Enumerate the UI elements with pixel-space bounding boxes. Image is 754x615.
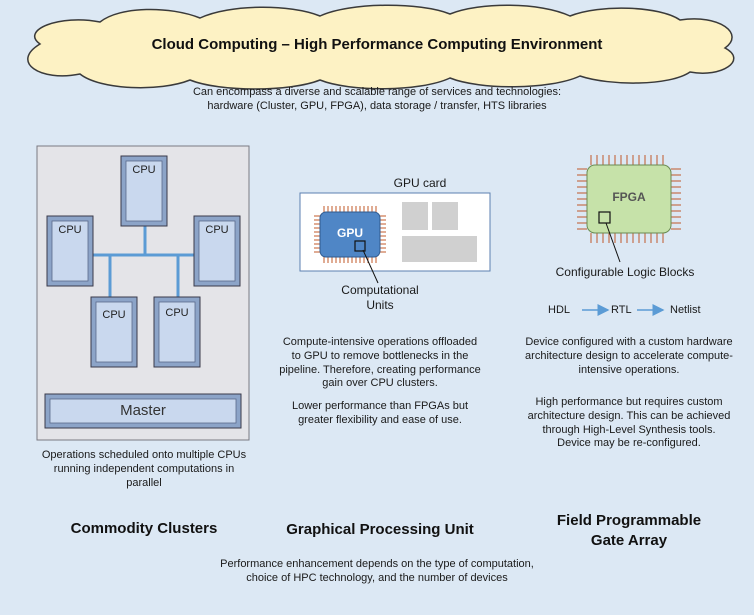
gpu-description-2-line-1: Lower performance than FPGAs but <box>291 400 469 412</box>
cpu-box-bottom-left <box>90 296 138 368</box>
cluster-description-line-2: running independent computations in <box>53 462 235 475</box>
fpga-description-1-line-2: architecture design to accelerate comput… <box>525 349 733 362</box>
cluster-description-line-1: Operations scheduled onto multiple CPUs <box>41 449 247 461</box>
intro-text: Can encompass a diverse and scalable ran… <box>100 86 654 114</box>
intro-line-2: hardware (Cluster, GPU, FPGA), data stor… <box>207 99 547 112</box>
master-label: Master <box>120 402 166 419</box>
gpu-units-label: Computational Units <box>320 283 440 313</box>
cpu-box-right <box>193 215 241 287</box>
cpu-label-top: CPU <box>132 164 156 176</box>
fpga-description-2: High performance but requires custom arc… <box>515 396 743 451</box>
fpga-chip <box>586 164 672 234</box>
gpu-units-pointer <box>362 249 379 284</box>
gpu-card-label: GPU card <box>393 176 447 190</box>
gpu-chip-pins <box>314 206 386 263</box>
gpu-description-2-line-2: greater flexibility and ease of use. <box>298 413 462 426</box>
cpu-label-bottom-right: CPU <box>165 307 189 319</box>
flow-netlist: Netlist <box>670 304 701 316</box>
fpga-description-2-line-2: architecture design. This can be achieve… <box>527 409 731 422</box>
flow-rtl: RTL <box>611 304 632 316</box>
cpu-label-right: CPU <box>205 224 229 236</box>
cluster-heading: Commodity Clusters <box>70 520 218 537</box>
gpu-memory-block-1 <box>402 202 428 230</box>
cpu-box-top <box>120 155 168 227</box>
cpu-label-left: CPU <box>58 224 82 236</box>
gpu-heading: Graphical Processing Unit <box>286 521 474 538</box>
master-box <box>44 393 242 429</box>
fpga-description-2-line-4: Device may be re-configured. <box>557 437 701 450</box>
footer-line-2: choice of HPC technology, and the number… <box>246 571 508 584</box>
cloud-title: Cloud Computing – High Performance Compu… <box>151 36 603 53</box>
gpu-description-1-line-1: Compute-intensive operations offloaded <box>282 336 478 348</box>
gpu-description-1: Compute-intensive operations offloaded t… <box>270 336 490 391</box>
cloud-shape <box>27 4 735 90</box>
gpu-memory-block-2 <box>432 202 458 230</box>
intro-line-1: Can encompass a diverse and scalable ran… <box>192 86 562 98</box>
footer-line-1: Performance enhancement depends on the t… <box>220 558 534 570</box>
flow-hdl: HDL <box>548 304 571 316</box>
fpga-logic-block-marker <box>598 211 611 224</box>
gpu-chip-label: GPU <box>336 226 363 240</box>
fpga-heading-line-1: Field Programmable <box>556 512 702 529</box>
gpu-units-label-line-1: Computational <box>341 283 419 297</box>
fpga-blocks-label: Configurable Logic Blocks <box>555 265 695 279</box>
gpu-description-1-line-3: pipeline. Therefore, creating performanc… <box>279 363 481 376</box>
fpga-heading: Field Programmable Gate Array <box>515 511 743 550</box>
fpga-description-2-line-3: through High-Level Synthesis tools. <box>542 423 716 436</box>
gpu-units-label-line-2: Units <box>366 298 394 312</box>
cpu-box-left <box>46 215 94 287</box>
fpga-description-1: Device configured with a custom hardware… <box>515 336 743 377</box>
fpga-blocks-pointer <box>605 222 621 263</box>
gpu-computational-unit-marker <box>354 240 366 252</box>
fpga-chip-pins <box>577 155 681 243</box>
fpga-chip-label: FPGA <box>612 190 646 204</box>
gpu-description-2: Lower performance than FPGAs but greater… <box>270 400 490 428</box>
fpga-description-1-line-3: intensive operations. <box>578 363 680 376</box>
gpu-memory-block-3 <box>402 236 477 262</box>
cluster-description: Operations scheduled onto multiple CPUs … <box>30 449 258 490</box>
cluster-description-line-3: parallel <box>126 476 162 489</box>
gpu-description-1-line-2: to GPU to remove bottlenecks in the <box>291 349 469 362</box>
fpga-description-1-line-1: Device configured with a custom hardware <box>525 336 733 348</box>
cpu-label-bottom-left: CPU <box>102 309 126 321</box>
fpga-heading-line-2: Gate Array <box>590 531 668 549</box>
fpga-description-2-line-1: High performance but requires custom <box>535 396 723 408</box>
cpu-box-bottom-right <box>153 296 201 368</box>
gpu-description-1-line-4: gain over CPU clusters. <box>322 377 438 390</box>
footer-text: Performance enhancement depends on the t… <box>160 558 594 586</box>
